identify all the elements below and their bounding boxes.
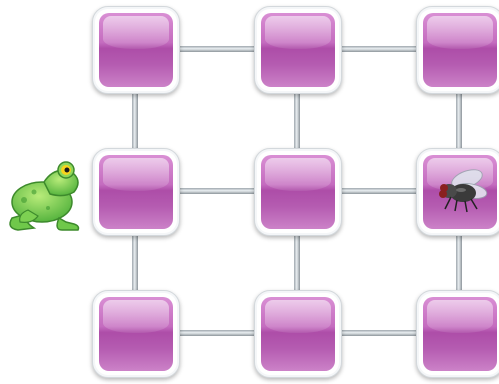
tile-face <box>423 297 497 371</box>
connector-horizontal <box>176 188 258 194</box>
tile-face <box>423 155 497 229</box>
tile-r2-c2[interactable] <box>416 290 499 378</box>
tile-r1-c1[interactable] <box>254 148 342 236</box>
frog-icon <box>9 161 80 231</box>
tile-face <box>261 155 335 229</box>
connector-horizontal <box>338 330 420 336</box>
tile-face <box>99 13 173 87</box>
connector-vertical <box>456 232 462 294</box>
connector-vertical <box>294 232 300 294</box>
connector-vertical <box>294 90 300 152</box>
fly-icon <box>439 169 488 213</box>
tile-r0-c1[interactable] <box>254 6 342 94</box>
connector-horizontal <box>176 46 258 52</box>
tile-r0-c2[interactable] <box>416 6 499 94</box>
connector-vertical <box>132 90 138 152</box>
tile-r1-c2[interactable] <box>416 148 499 236</box>
connector-horizontal <box>338 188 420 194</box>
tile-r1-c0[interactable] <box>92 148 180 236</box>
tile-r2-c0[interactable] <box>92 290 180 378</box>
connector-vertical <box>456 90 462 152</box>
connector-horizontal <box>176 330 258 336</box>
tile-r2-c1[interactable] <box>254 290 342 378</box>
connector-horizontal <box>338 46 420 52</box>
tile-face <box>261 13 335 87</box>
tile-face <box>99 155 173 229</box>
tile-r0-c0[interactable] <box>92 6 180 94</box>
connector-vertical <box>132 232 138 294</box>
tile-face <box>261 297 335 371</box>
tile-face <box>99 297 173 371</box>
tile-face <box>423 13 497 87</box>
